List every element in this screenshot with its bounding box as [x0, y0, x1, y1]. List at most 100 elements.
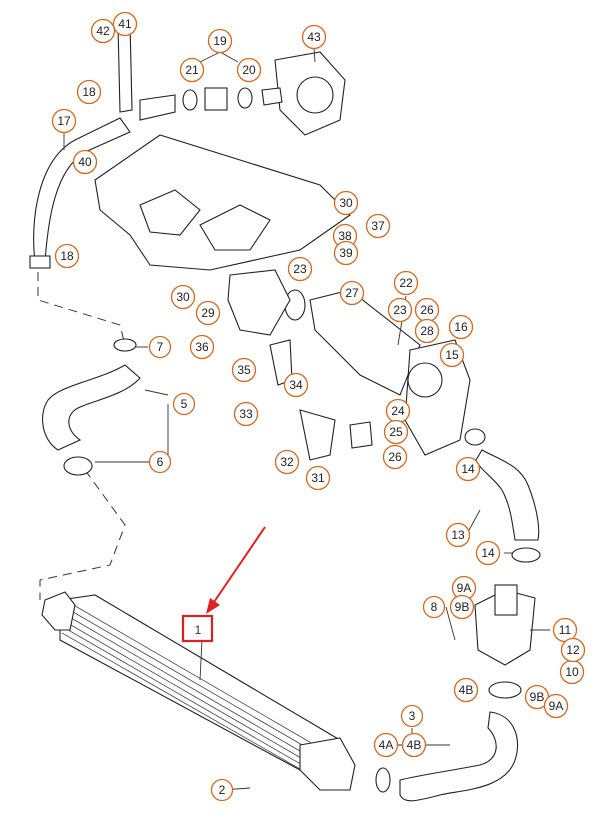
- callout-c30b[interactable]: 30: [170, 284, 196, 310]
- callout-label: 17: [57, 114, 71, 128]
- callout-label: 14: [481, 546, 495, 560]
- upper-left-pipe[interactable]: [29, 117, 131, 269]
- brackets[interactable]: [117, 21, 373, 461]
- callout-c4b2[interactable]: 4B: [453, 677, 479, 703]
- callout-label: 8: [431, 600, 438, 614]
- callout-label: 5: [181, 397, 188, 411]
- intercooler-outlet: [299, 737, 356, 791]
- callout-c9b2[interactable]: 9B: [524, 684, 550, 710]
- callout-c25[interactable]: 25: [383, 419, 409, 445]
- callout-label: 18: [82, 85, 96, 99]
- callout-c2[interactable]: 2: [210, 778, 234, 802]
- callout-c37[interactable]: 37: [365, 213, 391, 239]
- callout-c35[interactable]: 35: [231, 357, 257, 383]
- callout-c14[interactable]: 14: [475, 540, 501, 566]
- callout-c14b[interactable]: 14: [455, 456, 481, 482]
- callout-c30[interactable]: 30: [333, 190, 359, 216]
- callout-label: 35: [237, 363, 251, 377]
- lower-left-hose[interactable]: [42, 338, 141, 476]
- callout-c16[interactable]: 16: [448, 314, 474, 340]
- callout-c23b[interactable]: 23: [387, 297, 413, 323]
- callout-label: 26: [420, 303, 434, 317]
- callout-c32[interactable]: 32: [274, 449, 300, 475]
- intake-manifold[interactable]: [94, 134, 351, 271]
- callout-c5[interactable]: 5: [172, 392, 196, 416]
- callout-c4a[interactable]: 4A: [373, 732, 399, 758]
- callout-label: 40: [78, 155, 92, 169]
- hose-clamp-7: [113, 338, 137, 352]
- callout-c18b[interactable]: 18: [54, 243, 80, 269]
- callout-c22[interactable]: 22: [393, 270, 419, 296]
- dash-line-lower: [39, 469, 126, 600]
- callout-label: 3: [409, 709, 416, 723]
- callout-c6[interactable]: 6: [148, 450, 172, 474]
- callout-c23[interactable]: 23: [287, 256, 313, 282]
- callout-c31[interactable]: 31: [305, 465, 331, 491]
- bottom-hose-3[interactable]: [375, 681, 522, 802]
- right-hose-13[interactable]: [464, 428, 541, 563]
- callout-circle: [148, 335, 172, 359]
- callout-c33[interactable]: 33: [233, 401, 259, 427]
- callout-c7[interactable]: 7: [148, 335, 172, 359]
- callout-c26[interactable]: 26: [414, 297, 440, 323]
- callout-c36[interactable]: 36: [189, 334, 215, 360]
- callout-label: 36: [195, 340, 209, 354]
- callout-c28[interactable]: 28: [414, 318, 440, 344]
- callout-c15[interactable]: 15: [439, 342, 465, 368]
- callout-c19[interactable]: 19: [207, 28, 233, 54]
- sensor-block-port: [494, 584, 518, 616]
- callout-c21[interactable]: 21: [179, 57, 205, 83]
- callout-c12[interactable]: 12: [560, 637, 586, 663]
- manifold-body: [94, 134, 351, 271]
- callout-label: 28: [420, 324, 434, 338]
- sensor-block-8[interactable]: [474, 584, 536, 666]
- callout-c8[interactable]: 8: [422, 595, 446, 619]
- callout-c26b[interactable]: 26: [382, 444, 408, 470]
- pipe-stub: [139, 94, 176, 121]
- callout-c24[interactable]: 24: [385, 398, 411, 424]
- callout-c27[interactable]: 27: [339, 280, 365, 306]
- intercooler-part[interactable]: [41, 591, 356, 791]
- callout-c43[interactable]: 43: [301, 24, 327, 50]
- highlight-annotation: 1: [181, 526, 266, 643]
- callout-c10[interactable]: 10: [559, 659, 585, 685]
- throttle-body-43[interactable]: [274, 51, 346, 136]
- highlight-arrow-shaft: [211, 526, 266, 606]
- callout-c11[interactable]: 11: [552, 617, 578, 643]
- callout-c17[interactable]: 17: [51, 108, 77, 134]
- callout-c9a2[interactable]: 9A: [543, 693, 569, 719]
- callout-c3[interactable]: 3: [400, 704, 424, 728]
- callout-c42[interactable]: 42: [90, 18, 116, 44]
- callout-circle: [76, 79, 102, 105]
- callout-label: 4A: [379, 738, 394, 752]
- callout-circle: [373, 732, 399, 758]
- callout-circle: [422, 595, 446, 619]
- pipe-17-coupling: [29, 255, 51, 269]
- callout-circle: [439, 342, 465, 368]
- callout-label: 15: [445, 348, 459, 362]
- callout-c39[interactable]: 39: [333, 240, 359, 266]
- callout-c34[interactable]: 34: [283, 372, 309, 398]
- callout-label: 34: [289, 378, 303, 392]
- callout-c13[interactable]: 13: [445, 522, 471, 548]
- coupler-set-19[interactable]: [139, 87, 283, 121]
- callout-circle: [400, 704, 424, 728]
- throttle-stub: [261, 87, 283, 106]
- callout-c40[interactable]: 40: [72, 149, 98, 175]
- callout-c29[interactable]: 29: [195, 300, 221, 326]
- flap-module-29[interactable]: [227, 269, 291, 336]
- callout-c4b[interactable]: 4B: [401, 732, 427, 758]
- callout-c20[interactable]: 20: [236, 57, 262, 83]
- callout-label: 32: [280, 455, 294, 469]
- callout-c18[interactable]: 18: [76, 79, 102, 105]
- callout-c9b[interactable]: 9B: [449, 594, 475, 620]
- callout-c41[interactable]: 41: [112, 11, 138, 37]
- callout-label: 10: [565, 665, 579, 679]
- sleeve-19: [204, 87, 228, 111]
- highlight-label: 1: [195, 623, 202, 637]
- callout-circle: [543, 693, 569, 719]
- hose-3-shape: [399, 711, 519, 802]
- callout-circle: [387, 297, 413, 323]
- callout-circle: [189, 334, 215, 360]
